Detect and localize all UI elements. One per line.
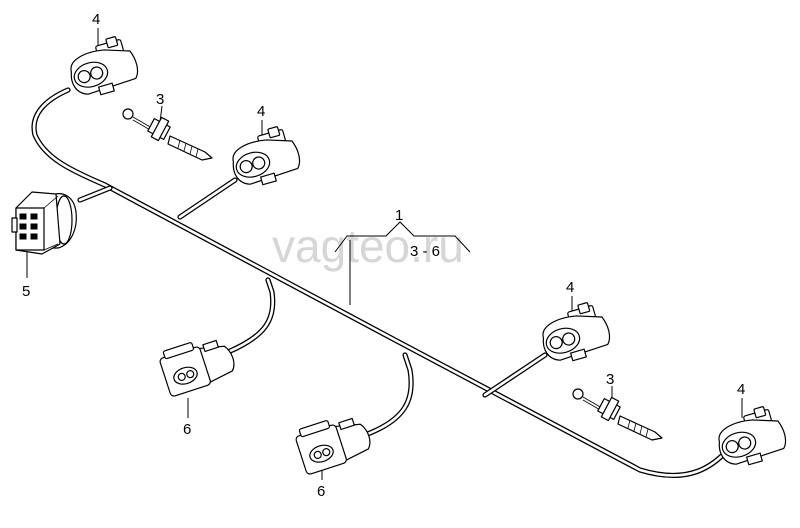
harness-wires <box>31 87 731 479</box>
cable-tie-upper <box>122 108 213 161</box>
callout-connector-lower-mid: 6 <box>317 483 325 500</box>
connector-top-left <box>70 36 139 96</box>
callout-harness: 1 <box>395 207 403 224</box>
callout-connector-right-end: 4 <box>737 381 745 398</box>
callout-connector-lower-left: 6 <box>183 421 191 438</box>
callout-harness-range: 3 - 6 <box>410 243 440 260</box>
connector-right-end <box>718 406 787 466</box>
connector-lower-mid <box>295 417 371 475</box>
connector-mid-right <box>542 302 611 362</box>
callout-connector-top-left: 4 <box>92 11 100 28</box>
callout-labels: 4 3 4 5 6 6 1 3 - 6 4 3 4 <box>22 11 745 500</box>
callout-connector-plug-left: 5 <box>22 283 30 300</box>
callout-tie-upper: 3 <box>156 91 164 108</box>
connector-plug-left <box>11 191 77 255</box>
connector-mid-left <box>232 126 301 186</box>
callout-connector-mid-right: 4 <box>566 279 574 296</box>
callout-connector-mid-left: 4 <box>257 103 265 120</box>
watermark-text: vagteo.ru <box>272 220 464 272</box>
connector-lower-left <box>159 339 235 397</box>
cable-tie-lower <box>572 388 663 441</box>
callout-tie-lower: 3 <box>606 371 614 388</box>
